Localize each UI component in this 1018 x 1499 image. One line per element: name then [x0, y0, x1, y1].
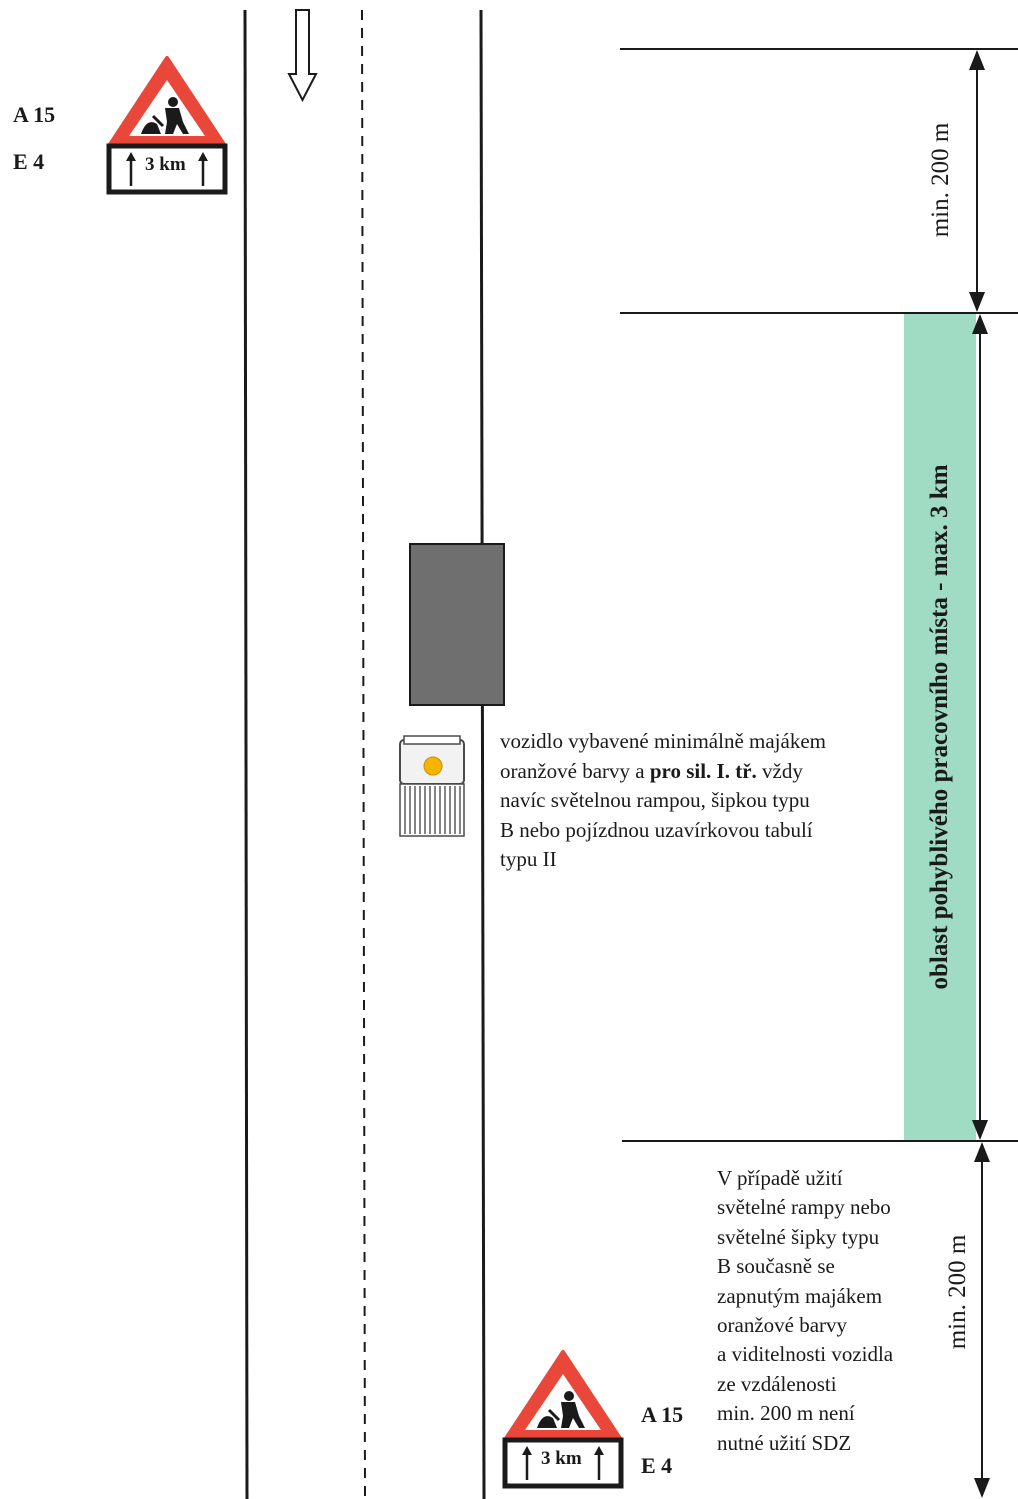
vehicle — [399, 735, 465, 837]
road-edge-right — [479, 9, 486, 1499]
lower-note-line: min. 200 m není — [717, 1401, 855, 1426]
vehicle-note-line: vozidlo vybavené minimálně majákem — [500, 729, 826, 753]
vehicle-note-text: oranžové barvy a — [500, 758, 650, 783]
vehicle-note-line: oranžové barvy a pro sil. I. tř. vždy — [500, 757, 826, 787]
beacon-icon — [423, 756, 443, 776]
sign-code-e4-top: E 4 — [13, 149, 45, 174]
sign-distance-top: 3 km — [145, 154, 186, 175]
lower-note-line: V případě užití — [717, 1166, 843, 1190]
sign-code-e4-bottom: E 4 — [641, 1453, 673, 1478]
vehicle-note-emphasis: pro sil. I. tř. — [649, 758, 757, 783]
lower-note-line: zapnutým majákem — [717, 1283, 883, 1308]
vehicle-note-line: navíc světelnou rampou, šipkou typu — [500, 788, 810, 812]
road-edge-left — [243, 9, 249, 1499]
lower-note-line: světelné šipky typu — [717, 1224, 880, 1249]
vehicle-note-line: typu II — [500, 847, 557, 871]
lower-note-line: oranžové barvy — [717, 1313, 848, 1338]
sign-code-a15-top: A 15 — [13, 102, 56, 127]
vehicle-note-text: vždy — [756, 758, 803, 783]
lower-note-line: světelné rampy nebo — [717, 1195, 891, 1220]
lower-note: V případě užití světelné rampy nebo svět… — [717, 1164, 893, 1458]
work-area — [409, 543, 505, 706]
lower-note-line: B současně se — [717, 1254, 835, 1279]
road-works-warning-sign-icon — [107, 56, 227, 148]
sign-code-a15-bottom: A 15 — [641, 1402, 684, 1427]
road-works-warning-sign-icon — [503, 1350, 623, 1442]
vehicle-note: vozidlo vybavené minimálně majákem oranž… — [500, 727, 826, 875]
lower-note-line: a viditelnosti vozidla — [717, 1342, 894, 1367]
work-zone-band — [904, 314, 976, 1141]
direction-arrow-down-icon — [287, 9, 318, 103]
dimension-label-upper: min. 200 m — [927, 122, 954, 238]
lower-note-line: nutné užití SDZ — [717, 1430, 852, 1455]
road-center-line — [361, 9, 366, 1499]
vehicle-note-line: B nebo pojízdnou uzavírkovou tabulí — [500, 817, 813, 842]
dimension-label-zone: oblast pohyblivého pracovního místa - ma… — [926, 464, 953, 990]
sign-distance-bottom: 3 km — [541, 1448, 582, 1469]
dimension-label-lower: min. 200 m — [944, 1234, 971, 1350]
lower-note-line: ze vzdálenosti — [717, 1371, 837, 1396]
